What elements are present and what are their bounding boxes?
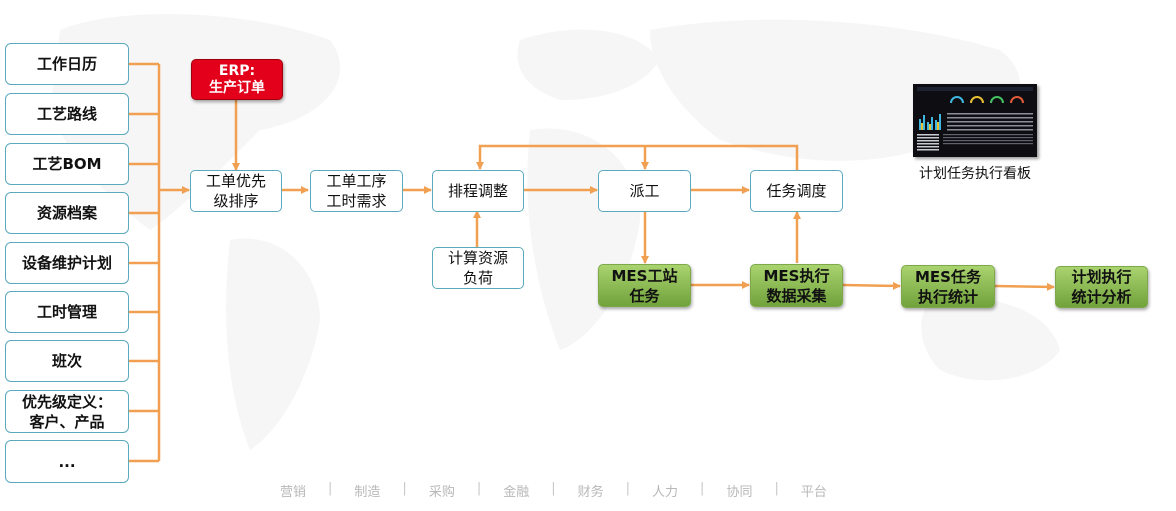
process-schedule-adjust: 排程调整 [432, 170, 524, 212]
footer-separator: | [402, 481, 407, 496]
footer-item-marketing: 营销 [280, 485, 307, 500]
process-order-priority: 工单优先 级排序 [190, 170, 282, 212]
footer-item-finance: 金融 [503, 485, 530, 500]
footer-module-list: 营销 | 制造 | 采购 | 金融 | 财务 | 人力 | 协同 | 平台 [280, 481, 860, 500]
process-resource-load: 计算资源 负荷 [432, 247, 524, 289]
arrow-lines [129, 62, 1055, 463]
input-work-hours: 工时管理 [5, 291, 129, 333]
footer-item-hr: 人力 [652, 485, 679, 500]
footer-item-purchasing: 采购 [428, 485, 455, 500]
mes-data-collection: MES执行 数据采集 [750, 264, 843, 307]
footer-separator: | [551, 481, 556, 496]
mes-task-statistics: MES任务 执行统计 [901, 265, 995, 308]
input-priority-definition: 优先级定义： 客户、产品 [5, 390, 129, 433]
input-resource-archive: 资源档案 [5, 192, 129, 234]
mes-station-task: MES工站 任务 [598, 264, 691, 307]
footer-separator: | [774, 481, 779, 496]
footer-separator: | [700, 481, 705, 496]
process-task-scheduling: 任务调度 [750, 170, 843, 212]
dashboard-thumbnail [913, 84, 1037, 157]
erp-production-order: ERP: 生产订单 [191, 59, 283, 100]
plan-execution-analysis: 计划执行 统计分析 [1055, 266, 1148, 308]
footer-separator: | [625, 481, 631, 496]
footer-item-collaboration: 协同 [726, 485, 753, 500]
input-more: ... [5, 440, 129, 483]
input-work-calendar: 工作日历 [5, 43, 129, 85]
footer-item-manufacturing: 制造 [354, 485, 381, 500]
footer-item-accounting: 财务 [577, 485, 604, 500]
input-process-route: 工艺路线 [5, 93, 129, 135]
input-equipment-maintenance: 设备维护计划 [5, 242, 129, 284]
footer-separator: | [476, 481, 482, 496]
input-shift: 班次 [5, 340, 129, 382]
footer-separator: | [328, 481, 333, 496]
footer-item-platform: 平台 [800, 485, 827, 500]
dashboard-caption: 计划任务执行看板 [919, 166, 1031, 182]
process-operation-demand: 工单工序 工时需求 [310, 170, 403, 212]
process-dispatch: 派工 [598, 170, 691, 212]
dashboard-preview-graphic [913, 84, 1037, 157]
input-process-bom: 工艺BOM [5, 143, 129, 185]
